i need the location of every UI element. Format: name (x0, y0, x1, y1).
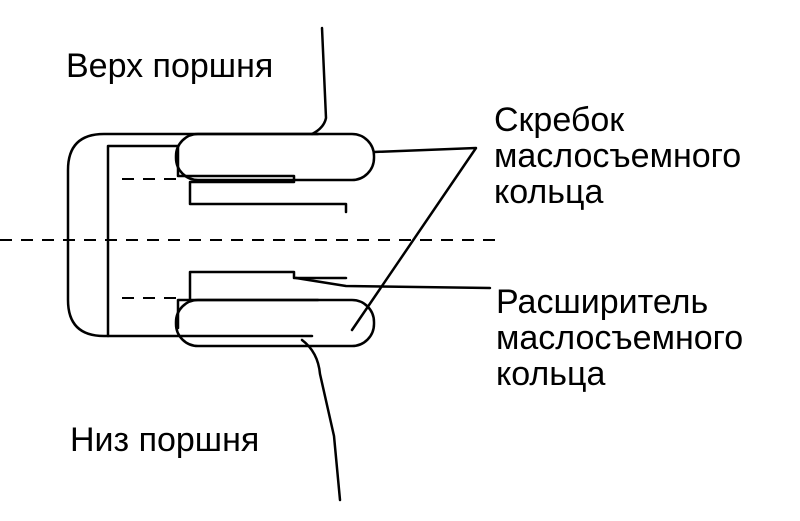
piston-wall-bottom-line (300, 338, 342, 502)
oil-ring-expander-label: Расширитель маслосъемного кольца (496, 283, 744, 393)
piston-bottom-label: Низ поршня (70, 421, 260, 459)
scraper-leader-line (350, 146, 478, 332)
piston-top-label: Верх поршня (66, 47, 274, 85)
oil-ring-scraper-label: Скребок маслосъемного кольца (494, 101, 742, 211)
piston-groove-outline (66, 132, 320, 338)
expander-outline (106, 144, 348, 338)
expander-leader-line (294, 276, 492, 290)
upper-scraper-rail (174, 132, 376, 182)
piston-wall-top-line (310, 26, 328, 136)
lower-scraper-rail (174, 298, 376, 348)
